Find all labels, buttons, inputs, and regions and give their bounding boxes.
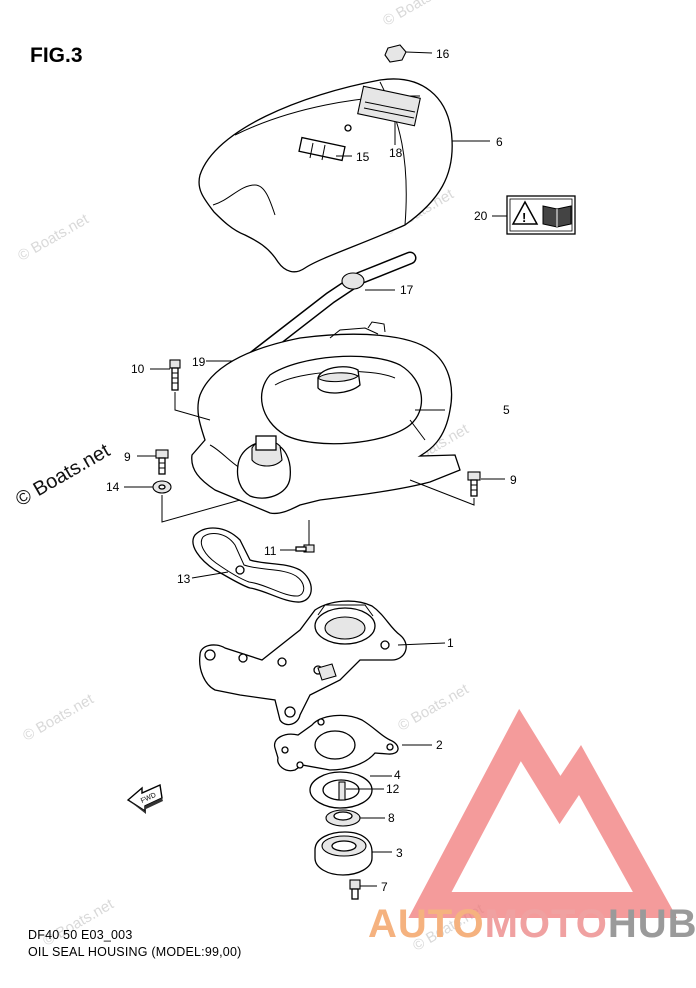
caution-label: ! xyxy=(492,195,576,235)
callout-7: 7 xyxy=(381,880,388,894)
flywheel-cover xyxy=(191,321,461,515)
screw xyxy=(349,879,377,900)
callout-10: 10 xyxy=(131,362,145,376)
callout-1: 1 xyxy=(447,636,454,650)
brand-part-auto: AUTO xyxy=(368,902,485,946)
engine-cover xyxy=(198,78,453,273)
callout-18: 18 xyxy=(389,146,403,160)
callout-15: 15 xyxy=(356,150,370,164)
callout-6: 6 xyxy=(496,135,503,149)
brand-wordmark: AUTOMOTOHUB xyxy=(368,902,696,947)
gasket xyxy=(273,714,432,772)
figure-title: FIG.3 xyxy=(30,44,83,67)
callout-14: 14 xyxy=(106,480,120,494)
callout-8: 8 xyxy=(388,811,395,825)
callout-13: 13 xyxy=(177,572,191,586)
figure-caption: OIL SEAL HOUSING (MODEL:99,00) xyxy=(28,945,242,959)
callout-20: 20 xyxy=(474,209,488,223)
washer xyxy=(124,480,241,523)
bolt-left xyxy=(137,449,169,475)
figure-code: DF40 50 E03_003 xyxy=(28,928,133,942)
bolt-right xyxy=(409,471,505,506)
callout-19: 19 xyxy=(192,355,206,369)
callout-2: 2 xyxy=(436,738,443,752)
gasket-cover xyxy=(191,527,312,603)
callout-labels: 16 6 18 15 20 17 19 10 5 9 9 14 11 13 1 … xyxy=(106,47,517,894)
nut xyxy=(384,44,433,63)
svg-text:!: ! xyxy=(522,210,526,225)
brand-part-moto: MOTO xyxy=(484,902,608,946)
oil-seal-plate xyxy=(309,771,392,809)
callout-3: 3 xyxy=(396,846,403,860)
brand-part-hub: HUB xyxy=(607,902,696,946)
callout-12: 12 xyxy=(386,782,400,796)
callout-11: 11 xyxy=(264,544,277,558)
callout-17: 17 xyxy=(400,283,414,297)
callout-9-left: 9 xyxy=(124,450,131,464)
pin xyxy=(338,781,384,801)
small-bolt xyxy=(280,520,315,553)
callout-5: 5 xyxy=(503,403,510,417)
callout-16: 16 xyxy=(436,47,450,61)
brand-logo-icon xyxy=(408,708,678,918)
fwd-arrow-icon: FWD xyxy=(126,783,163,814)
oil-seal xyxy=(325,809,385,827)
bolt xyxy=(150,359,211,421)
oil-seal-cap xyxy=(314,831,392,876)
callout-4: 4 xyxy=(394,768,401,782)
callout-9-right: 9 xyxy=(510,473,517,487)
oil-seal-housing xyxy=(199,600,446,726)
